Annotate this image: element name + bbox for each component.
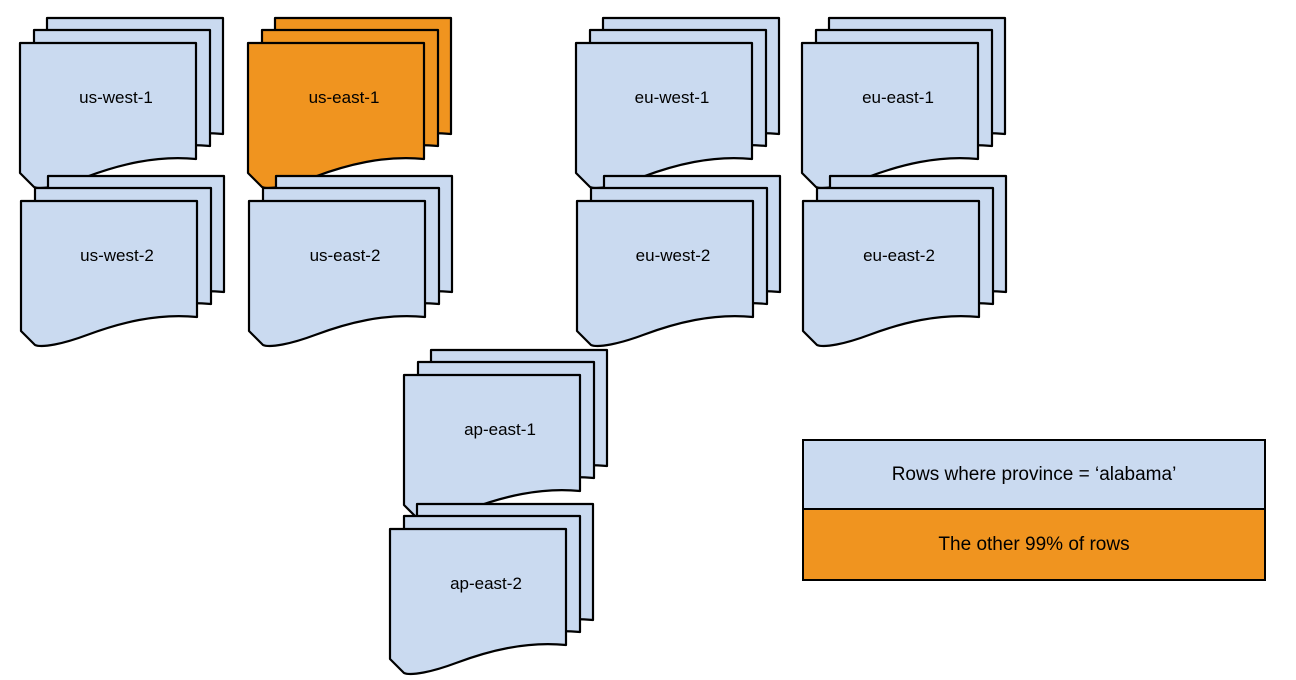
stack-shape [574,16,781,190]
region-stack-ap-east-1[interactable]: ap-east-1 [392,340,612,522]
region-stack-us-west-1[interactable]: us-west-1 [8,8,228,190]
stack-shape [388,502,595,676]
legend-label-primary: Rows where province = ‘alabama’ [891,463,1177,485]
stack-shape [801,174,1008,348]
stack-shape [402,348,609,522]
region-stack-eu-east-1[interactable]: eu-east-1 [790,8,1010,190]
region-stack-us-west-2[interactable]: us-west-2 [9,166,229,348]
stack-layer-front [247,199,427,348]
legend: Rows where province = ‘alabama’ The othe… [802,439,1266,581]
stack-layer-front [801,199,981,348]
stack-layer-front [19,199,199,348]
stack-layer-front [575,199,755,348]
stack-shape [246,16,453,190]
region-stack-ap-east-2[interactable]: ap-east-2 [378,494,598,676]
stack-shape [575,174,782,348]
legend-label-secondary: The other 99% of rows [938,533,1130,555]
region-stack-us-east-1[interactable]: us-east-1 [236,8,456,190]
region-stack-eu-west-1[interactable]: eu-west-1 [564,8,784,190]
legend-row-secondary: The other 99% of rows [804,510,1264,579]
stack-shape [18,16,225,190]
stack-layer-front [388,527,568,676]
region-stack-eu-east-2[interactable]: eu-east-2 [791,166,1011,348]
region-stack-us-east-2[interactable]: us-east-2 [237,166,457,348]
stack-shape [800,16,1007,190]
stack-shape [19,174,226,348]
stack-shape [247,174,454,348]
legend-row-primary: Rows where province = ‘alabama’ [804,441,1264,510]
region-stack-eu-west-2[interactable]: eu-west-2 [565,166,785,348]
